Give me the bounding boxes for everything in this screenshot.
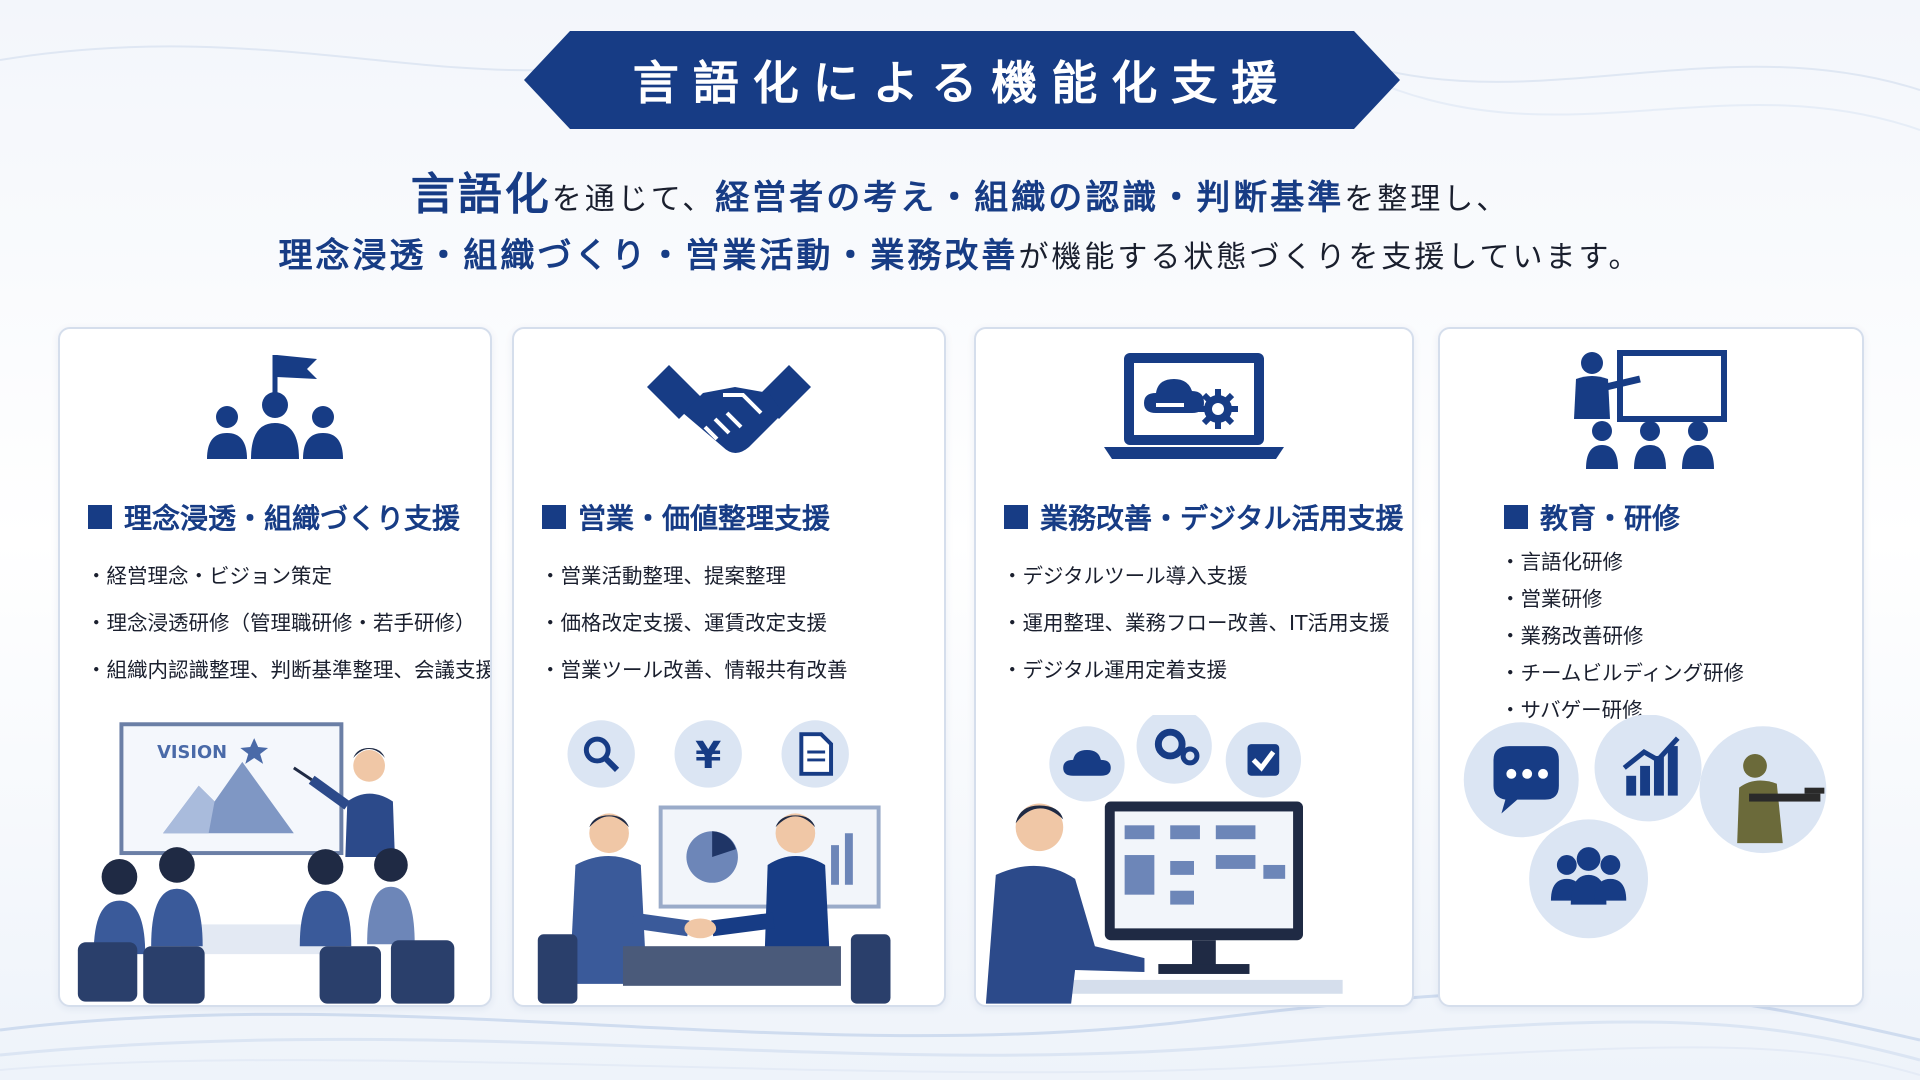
card-heading: 業務改善・デジタル活用支援 xyxy=(1004,497,1404,537)
service-card-digital: 業務改善・デジタル活用支援 デジタルツール導入支援 運用整理、業務フロー改善、I… xyxy=(974,327,1414,1007)
page-title: 言語化による機能化支援 xyxy=(632,56,1292,110)
card-heading-text: 業務改善・デジタル活用支援 xyxy=(1040,502,1404,535)
service-card-philosophy: 理念浸透・組織づくり支援 経営理念・ビジョン策定 理念浸透研修（管理職研修・若手… xyxy=(58,327,492,1007)
vision-board-label: VISION xyxy=(157,742,227,763)
card-heading: 理念浸透・組織づくり支援 xyxy=(88,497,480,537)
list-item: 理念浸透研修（管理職研修・若手研修） xyxy=(86,608,482,655)
team-flag-icon xyxy=(60,347,490,467)
lead-segment: を整理し、 xyxy=(1344,182,1510,217)
list-item: 業務改善研修 xyxy=(1500,621,1854,658)
heading-square-icon xyxy=(1504,505,1528,529)
heading-square-icon xyxy=(1004,505,1028,529)
lead-segment: を通じて、 xyxy=(551,182,716,217)
title-banner: 言語化による機能化支援 xyxy=(524,31,1400,129)
digital-workstation-illustration xyxy=(985,715,1343,1004)
list-item: デジタルツール導入支援 xyxy=(1002,561,1404,608)
list-item: チームビルディング研修 xyxy=(1500,658,1854,695)
lead-line-1: 言語化を通じて、経営者の考え・組織の認識・判断基準を整理し、 xyxy=(0,158,1920,222)
laptop-cloud-gear-icon xyxy=(976,347,1412,467)
list-item: 営業ツール改善、情報共有改善 xyxy=(540,655,936,702)
training-icons-illustration xyxy=(1463,715,1827,939)
card-list: 経営理念・ビジョン策定 理念浸透研修（管理職研修・若手研修） 組織内認識整理、判… xyxy=(86,561,491,702)
handshake-icon xyxy=(514,347,944,467)
lead-line-2: 理念浸透・組織づくり・営業活動・業務改善が機能する状態づくりを支援しています。 xyxy=(0,228,1920,277)
card-heading-text: 営業・価値整理支援 xyxy=(578,502,831,535)
card-list: 言語化研修 営業研修 業務改善研修 チームビルディング研修 サバゲー研修 xyxy=(1500,547,1854,732)
card-heading: 教育・研修 xyxy=(1504,497,1852,537)
heading-square-icon xyxy=(542,505,566,529)
list-item: 価格改定支援、運賃改定支援 xyxy=(540,608,936,655)
card-list: 営業活動整理、提案整理 価格改定支援、運賃改定支援 営業ツール改善、情報共有改善 xyxy=(540,561,936,702)
list-item: 組織内認識整理、判断基準整理、会議支援 xyxy=(86,655,491,702)
list-item: 営業研修 xyxy=(1500,584,1854,621)
lead-segment: 経営者の考え・組織の認識・判断基準 xyxy=(715,178,1345,218)
card-heading: 営業・価値整理支援 xyxy=(542,497,934,537)
list-item: 営業活動整理、提案整理 xyxy=(540,561,936,608)
list-item: 言語化研修 xyxy=(1500,547,1854,584)
lead-segment: が機能する状態づくりを支援しています。 xyxy=(1018,240,1642,275)
presentation-icon xyxy=(1440,347,1862,469)
sales-meeting-illustration: ¥ xyxy=(537,720,891,1004)
list-item: 運用整理、業務フロー改善、IT活用支援 xyxy=(1002,608,1404,655)
list-item: デジタル運用定着支援 xyxy=(1002,655,1404,702)
card-heading-text: 教育・研修 xyxy=(1540,502,1681,535)
list-item: サバゲー研修 xyxy=(1500,695,1854,732)
service-card-sales: 営業・価値整理支援 営業活動整理、提案整理 価格改定支援、運賃改定支援 営業ツー… xyxy=(512,327,946,1007)
vision-meeting-illustration: VISION xyxy=(77,722,455,1004)
yen-icon: ¥ xyxy=(695,733,721,777)
heading-square-icon xyxy=(88,505,112,529)
list-item: 経営理念・ビジョン策定 xyxy=(86,561,482,608)
card-list: デジタルツール導入支援 運用整理、業務フロー改善、IT活用支援 デジタル運用定着… xyxy=(1002,561,1404,702)
card-heading-text: 理念浸透・組織づくり支援 xyxy=(124,502,461,535)
lead-segment: 理念浸透・組織づくり・営業活動・業務改善 xyxy=(278,236,1019,276)
service-card-training: 教育・研修 言語化研修 営業研修 業務改善研修 チームビルディング研修 サバゲー… xyxy=(1438,327,1864,1007)
lead-segment: 言語化 xyxy=(410,169,552,220)
